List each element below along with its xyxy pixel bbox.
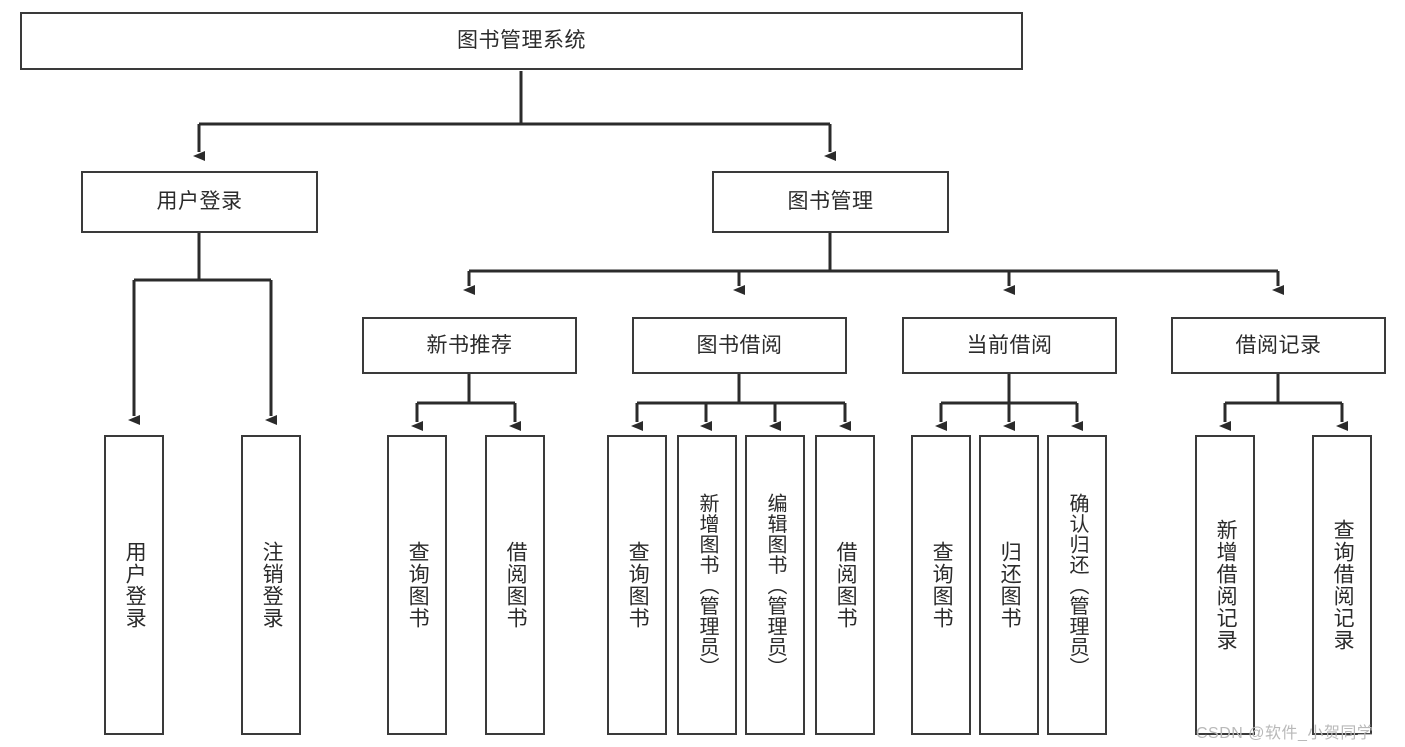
- node-leaf-return-book[interactable]: 归还图书: [979, 435, 1039, 735]
- node-new-book-rec-label: 新书推荐: [426, 333, 513, 357]
- node-leaf-return-book-label: 归还图书: [998, 541, 1022, 629]
- csdn-watermark: CSDN @软件_小贺同学: [1196, 725, 1374, 742]
- node-leaf-query-book-1[interactable]: 查询图书: [387, 435, 447, 735]
- node-user-login[interactable]: 用户登录: [81, 171, 318, 233]
- node-leaf-query-record-label: 查询借阅记录: [1331, 519, 1355, 651]
- node-leaf-query-book-2-label: 查询图书: [626, 541, 650, 629]
- node-current-borrow-label: 当前借阅: [966, 333, 1053, 357]
- node-leaf-edit-book[interactable]: 编辑图书（管理员）: [745, 435, 805, 735]
- node-book-mgmt-label: 图书管理: [787, 190, 874, 214]
- node-book-mgmt[interactable]: 图书管理: [712, 171, 949, 233]
- node-borrow-record[interactable]: 借阅记录: [1171, 317, 1386, 374]
- node-leaf-add-book[interactable]: 新增图书（管理员）: [677, 435, 737, 735]
- node-leaf-confirm-return[interactable]: 确认归还（管理员）: [1047, 435, 1107, 735]
- node-leaf-add-record[interactable]: 新增借阅记录: [1195, 435, 1255, 735]
- node-book-borrow-label: 图书借阅: [696, 333, 783, 357]
- node-leaf-query-book-2[interactable]: 查询图书: [607, 435, 667, 735]
- node-new-book-rec[interactable]: 新书推荐: [362, 317, 577, 374]
- node-leaf-confirm-return-label: 确认归还（管理员）: [1066, 492, 1088, 678]
- node-user-login-label: 用户登录: [156, 190, 243, 214]
- node-borrow-record-label: 借阅记录: [1235, 333, 1322, 357]
- node-leaf-borrow-book-2-label: 借阅图书: [834, 541, 858, 629]
- node-root[interactable]: 图书管理系统: [20, 12, 1023, 70]
- node-root-label: 图书管理系统: [457, 29, 586, 53]
- node-leaf-query-book-3-label: 查询图书: [930, 541, 954, 629]
- node-leaf-user-login[interactable]: 用户登录: [104, 435, 164, 735]
- node-leaf-query-record[interactable]: 查询借阅记录: [1312, 435, 1372, 735]
- node-leaf-user-login-label: 用户登录: [123, 541, 147, 629]
- node-leaf-add-book-label: 新增图书（管理员）: [696, 492, 718, 678]
- node-current-borrow[interactable]: 当前借阅: [902, 317, 1117, 374]
- node-leaf-edit-book-label: 编辑图书（管理员）: [764, 492, 786, 678]
- node-leaf-borrow-book-1-label: 借阅图书: [504, 541, 528, 629]
- node-leaf-borrow-book-1[interactable]: 借阅图书: [485, 435, 545, 735]
- node-book-borrow[interactable]: 图书借阅: [632, 317, 847, 374]
- node-leaf-query-book-1-label: 查询图书: [406, 541, 430, 629]
- node-leaf-logout-label: 注销登录: [260, 541, 284, 629]
- node-leaf-add-record-label: 新增借阅记录: [1214, 519, 1238, 651]
- node-leaf-borrow-book-2[interactable]: 借阅图书: [815, 435, 875, 735]
- node-leaf-logout[interactable]: 注销登录: [241, 435, 301, 735]
- node-leaf-query-book-3[interactable]: 查询图书: [911, 435, 971, 735]
